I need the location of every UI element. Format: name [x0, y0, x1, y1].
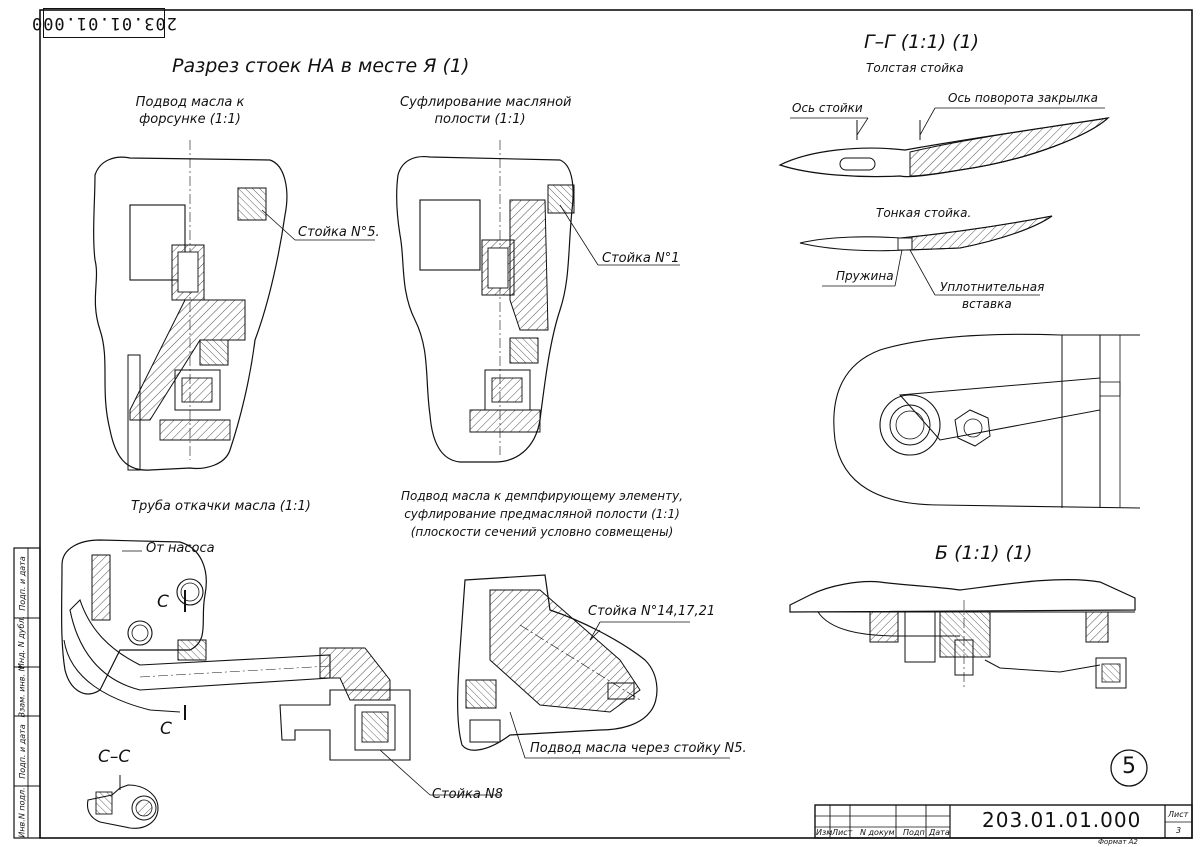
title-col-list: Лист	[832, 828, 852, 837]
section-cc-title: С–С	[98, 748, 130, 768]
oil-through-strut-label: Подвод масла через стойку N5.	[530, 742, 747, 757]
view-section-cc	[88, 775, 159, 828]
side-strip-cell-3: Взам. инв. N	[14, 667, 30, 716]
view-section-gg	[780, 108, 1108, 295]
cut-mark-top: С	[157, 593, 169, 613]
oil-to-injector-title-line2: форсунке (1:1)	[130, 113, 250, 128]
oil-to-injector-title-line1: Подвод масла к	[130, 96, 250, 111]
title-block-code: 203.01.01.000	[982, 809, 1141, 832]
section-gg-title: Г–Г (1:1) (1)	[864, 32, 979, 54]
oil-pump-tube-title: Труба откачки масла (1:1)	[131, 500, 311, 515]
flap-axis-label: Ось поворота закрылка	[948, 92, 1098, 106]
spring-label: Пружина	[836, 270, 894, 284]
cut-mark-bottom: С	[160, 720, 172, 740]
format-label: Формат А2	[1098, 838, 1138, 846]
main-title: Разрез стоек НА в месте Я (1)	[172, 56, 469, 78]
title-sheet-label: Лист	[1168, 810, 1188, 819]
view-b-title: Б (1:1) (1)	[935, 543, 1032, 565]
oil-cavity-blow-title-line1: Суфлирование масляной	[400, 96, 560, 111]
title-col-doc: N докум	[860, 828, 895, 837]
damper-feed-title-line1: Подвод масла к демпфирующему элементу,	[382, 490, 702, 504]
view-oil-to-injector	[94, 140, 375, 470]
thick-strut-label: Толстая стойка	[866, 62, 964, 76]
oil-cavity-blow-title-line2: полости (1:1)	[400, 113, 560, 128]
seal-insert-label-line1: Уплотнительная	[940, 281, 1044, 295]
side-strip-cell-2: Инд. N дубл.	[14, 618, 30, 667]
side-strip-cell-5: Инв.N подл.	[14, 786, 30, 838]
damper-feed-title-line3: (плоскости сечений условно совмещены)	[382, 526, 702, 540]
from-pump-label: От насоса	[146, 542, 215, 557]
view-b	[790, 580, 1135, 690]
thin-strut-label: Тонкая стойка.	[876, 207, 971, 221]
strut-axis-label: Ось стойки	[792, 102, 863, 116]
strut-8-label: Стойка N8	[432, 788, 503, 803]
side-strip-cell-4: Подп. и дата	[14, 716, 30, 786]
sheet-number: 5	[1111, 754, 1147, 779]
damper-feed-title-line2: суфлирование предмасляной полости (1:1)	[382, 508, 702, 522]
title-col-izm: Изм	[816, 828, 832, 837]
view-hub-detail	[834, 334, 1140, 508]
title-sheet-value: 3	[1176, 826, 1181, 835]
seal-insert-label-line2: вставка	[962, 298, 1012, 312]
strut-5-label: Стойка N°5.	[298, 226, 380, 241]
title-col-sign: Подп	[903, 828, 925, 837]
title-col-date: Дата	[929, 828, 950, 837]
view-damper-feed	[458, 575, 730, 758]
side-strip-cell-1: Подп. и дата	[14, 548, 30, 618]
stamp-code: 203.01.01.000	[43, 8, 165, 38]
strut-1-label: Стойка N°1	[602, 252, 680, 267]
strut-14-17-21-label: Стойка N°14,17,21	[588, 605, 715, 620]
view-oil-cavity-blow	[397, 140, 680, 462]
